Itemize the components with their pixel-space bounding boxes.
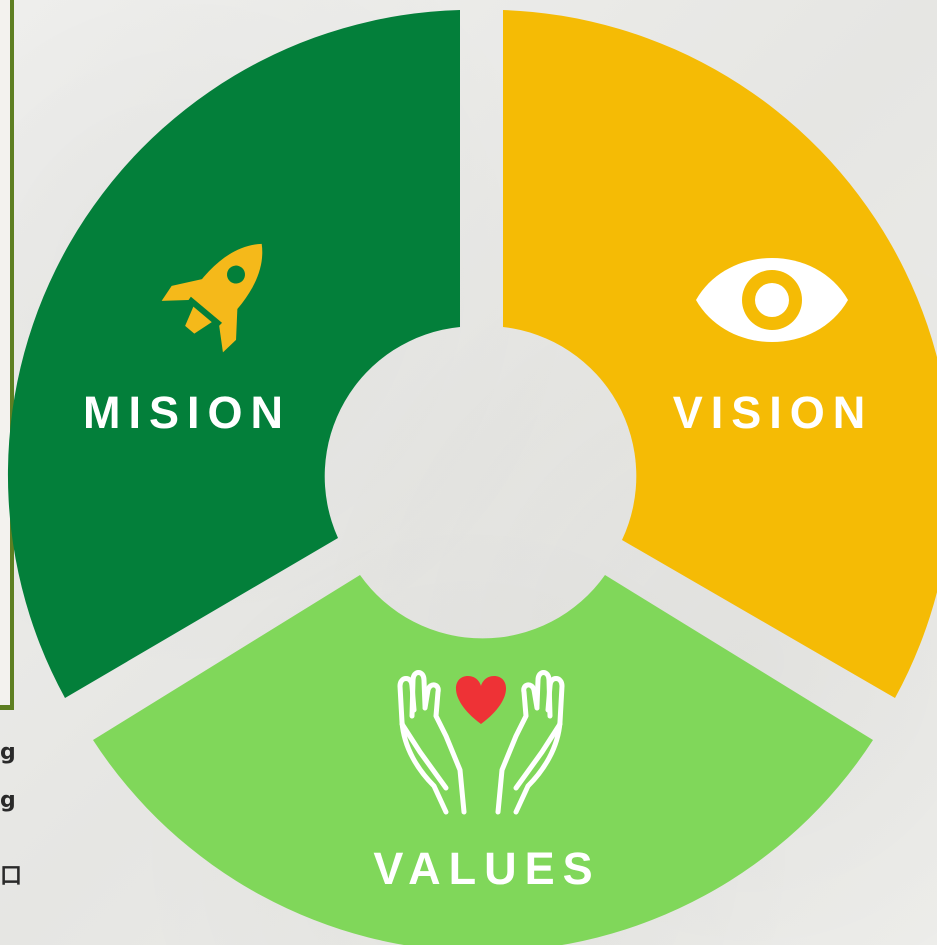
left-panel: [0, 0, 10, 705]
eye-icon: [696, 258, 848, 342]
values-label: VALUES: [373, 843, 600, 894]
hands-heart-icon: [397, 670, 565, 815]
vision-segment: [503, 10, 937, 698]
edge-text-2: g: [0, 788, 16, 813]
vision-label: VISION: [673, 387, 874, 438]
mision-label: MISION: [83, 387, 291, 438]
mision-segment: [7, 10, 461, 698]
values-segment: [93, 575, 873, 945]
edge-text-3: 口: [0, 864, 23, 889]
rocket-icon: [161, 243, 263, 353]
heart-icon: [455, 676, 507, 724]
edge-text-1: g: [0, 740, 16, 765]
